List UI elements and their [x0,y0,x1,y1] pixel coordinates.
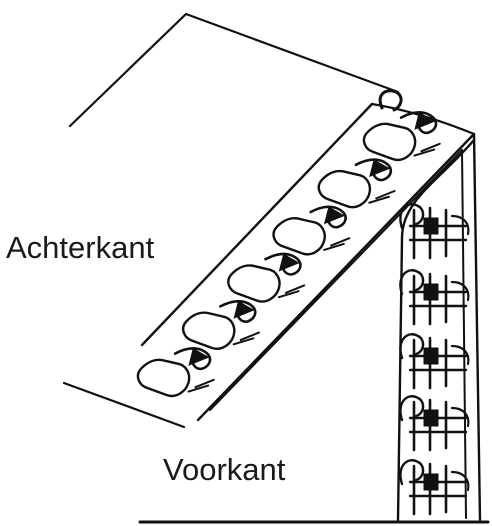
front-stitch-side-loop [399,395,425,422]
front-stitch-knot [423,409,439,427]
front-stitch-hook [450,214,470,236]
back-stitch-knot [188,347,210,366]
strip-inner-edge [196,132,476,422]
front-stitch-knot [423,473,439,491]
back-stitch-hook [264,252,302,276]
back-stitch-hook [218,299,257,323]
back-stitch-thread [187,378,215,393]
front-stitch-side-loop [399,333,425,360]
front-stitch-hook [450,344,470,366]
front-stitch-unit [399,269,470,326]
back-stitch-thread [368,189,396,204]
back-stitch-knot [323,206,345,225]
back-fabric-bottom-edge [62,381,186,429]
back-stitch-loop [182,311,236,350]
front-stitch-hook [450,470,470,492]
back-fabric-top-edge [68,12,400,128]
back-stitch-thread [413,142,441,157]
front-stitch-side-loop [399,203,425,230]
back-stitch-unit [227,252,306,303]
front-stitch-unit [399,459,470,516]
front-stitch-side-loop [399,459,425,486]
front-fabric-knit-strip [396,132,482,522]
front-stitch-unit [399,333,470,390]
back-stitch-loop [227,264,281,303]
back-stitch-hook [399,111,438,135]
back-stitch-knot [369,159,391,178]
back-fabric-knit-strip [136,89,476,422]
strip-inner-edge-2 [209,149,463,411]
back-stitch-thread [232,331,260,346]
front-stitch-knot [423,347,439,365]
front-stitch-knot [423,283,439,301]
back-stitch-thread [277,284,306,299]
back-stitch-loop [136,358,191,398]
back-stitch-loop [362,122,417,162]
back-stitch-knot [414,111,436,130]
top-hook-loop [378,89,403,112]
front-stitch-hook [450,280,470,302]
front-side-label: Voorkant [163,452,286,487]
back-stitch-loop [272,217,326,256]
back-stitch-thread [323,237,351,251]
back-stitch-unit [136,347,215,398]
back-stitch-unit [182,299,260,350]
front-stitch-unit [399,395,470,452]
back-stitch-hook [309,205,347,229]
back-stitch-knot [233,300,255,319]
strip-outer-edge [140,102,374,347]
back-stitch-knot [278,253,300,272]
front-stitch-unit [399,203,470,260]
back-stitch-hook [173,347,212,371]
back-stitch-loop [317,169,372,209]
back-side-label: Achterkant [6,230,155,265]
front-stitch-knot [423,217,439,235]
back-stitch-unit [317,158,396,209]
back-stitch-unit [362,111,441,162]
front-strip-right-edge [472,132,482,522]
back-stitch-unit [272,205,351,256]
back-stitch-hook [354,158,393,182]
front-stitch-side-loop [399,269,425,296]
front-strip-inner-edge [461,149,467,519]
front-stitch-hook [450,406,470,428]
